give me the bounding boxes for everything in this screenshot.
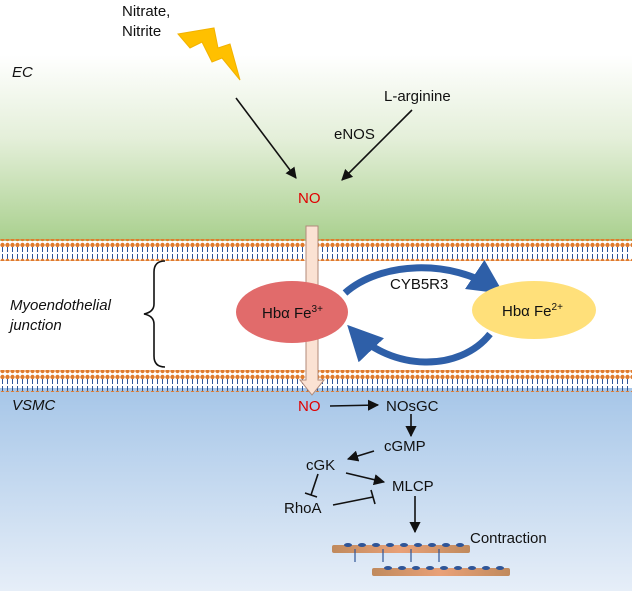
cyb5r3-label: CYB5R3 — [390, 276, 448, 293]
ec-region — [0, 55, 632, 241]
cgmp-label: cGMP — [384, 438, 426, 455]
contraction-label: Contraction — [470, 530, 547, 547]
hba-fe3-ellipse — [236, 281, 348, 343]
junction-bracket — [143, 260, 166, 368]
hba-fe3-base: Hbα Fe — [262, 305, 312, 322]
vsmc-region — [0, 388, 632, 591]
arrow-cgk-to-mlcp — [345, 472, 386, 486]
nosgc-label: NOsGC — [386, 398, 439, 415]
arrow-nitrite-to-no — [235, 97, 297, 179]
no-vsmc-label: NO — [298, 398, 321, 415]
hba-fe2-label: Hbα Fe2+ — [502, 302, 563, 320]
cgk-label: cGK — [306, 457, 335, 474]
myoendothelial-label: Myoendothelial — [10, 297, 112, 314]
arrow-cgmp-to-cgk — [346, 450, 375, 462]
lightning-icon — [177, 27, 241, 81]
no-ec-label: NO — [298, 190, 321, 207]
arrow-no-to-nosgc — [329, 399, 380, 411]
rhoa-label: RhoA — [284, 500, 322, 517]
junction-label: junction — [8, 317, 62, 334]
cycle-arrow-top — [342, 259, 504, 296]
vsmc-label: VSMC — [12, 397, 56, 414]
inhibit-cgk-rhoa — [304, 473, 319, 498]
contractile-fibers — [332, 543, 510, 576]
hba-fe3-label: Hbα Fe3+ — [262, 304, 323, 322]
cycle-arrow-bottom — [347, 324, 493, 366]
hba-fe3-sup: 3+ — [312, 304, 324, 315]
inhibit-rhoa-mlcp — [332, 489, 376, 506]
nitrite-label: Nitrite — [122, 23, 161, 40]
l-arginine-label: L-arginine — [384, 88, 451, 105]
nitrate-label: Nitrate, — [122, 3, 170, 20]
hba-fe2-ellipse — [472, 281, 596, 339]
arrow-larginine-to-no — [341, 109, 413, 181]
ec-label: EC — [12, 64, 33, 81]
hba-fe2-sup: 2+ — [552, 302, 564, 313]
enos-label: eNOS — [334, 126, 375, 143]
hba-fe2-base: Hbα Fe — [502, 303, 552, 320]
mlcp-label: MLCP — [392, 478, 434, 495]
